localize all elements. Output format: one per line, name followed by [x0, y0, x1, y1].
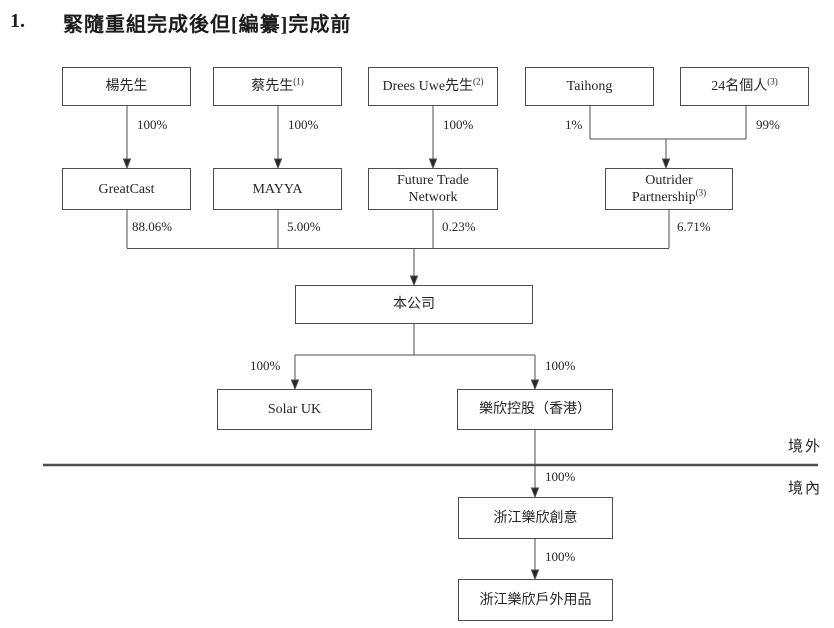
box-mayya-label: MAYYA: [252, 181, 303, 197]
ownership-cai-mayya: 100%: [288, 117, 319, 132]
box-lexin-holdings-hk-label: 樂欣控股（香港）: [479, 402, 591, 417]
box-outrider-line1: Outrider: [645, 173, 693, 188]
box-outrider-line2: Partnership(3): [631, 187, 707, 205]
box-zhejiang-lexin-outdoor-label: 浙江樂欣戶外用品: [479, 592, 592, 608]
arrow-connectors: [122, 106, 671, 581]
box-the-company-label: 本公司: [393, 297, 435, 312]
ownership-individuals-outrider: 99%: [756, 117, 780, 132]
box-lexin-holdings-hk: 樂欣控股（香港）: [457, 389, 613, 430]
box-greatcast-label: GreatCast: [98, 181, 155, 197]
box-mr-yang-label: 楊先生: [105, 79, 148, 94]
ownership-zj-creative-zj-outdoor: 100%: [545, 549, 576, 564]
box-drees-uwe-label: Drees Uwe先生(2): [382, 76, 484, 94]
box-solar-uk-label: Solar UK: [267, 402, 322, 417]
box-ftn-line1: Future Trade: [397, 173, 469, 188]
section-title-text: 緊隨重組完成後但[編纂]完成前: [63, 14, 352, 36]
ownership-ftn-company: 0.23%: [442, 219, 476, 234]
box-taihong: Taihong: [525, 67, 654, 106]
box-greatcast: GreatCast: [62, 168, 191, 210]
ownership-taihong-outrider: 1%: [565, 117, 583, 132]
box-outrider-partnership: Outrider Partnership(3): [605, 168, 733, 210]
box-mr-yang: 楊先生: [62, 67, 191, 106]
region-label-offshore: 境外: [788, 439, 823, 455]
box-mr-cai: 蔡先生(1): [213, 67, 342, 106]
box-mayya: MAYYA: [213, 168, 342, 210]
box-24-individuals: 24名個人(3): [680, 67, 809, 106]
box-24-individuals-label: 24名個人(3): [711, 76, 778, 94]
box-taihong-label: Taihong: [566, 79, 613, 94]
box-zhejiang-lexin-creative-label: 浙江樂欣創意: [493, 510, 578, 526]
ownership-lexin-hk-zj-creative: 100%: [545, 469, 576, 484]
ownership-company-solar-uk: 100%: [250, 358, 281, 373]
footnote-ref-2: (2): [473, 76, 484, 87]
ownership-greatcast-company: 88.06%: [132, 219, 173, 234]
footnote-ref-3: (3): [767, 76, 778, 87]
box-zhejiang-lexin-outdoor: 浙江樂欣戶外用品: [458, 579, 613, 621]
ownership-company-lexin-hk: 100%: [545, 358, 576, 373]
box-drees-uwe: Drees Uwe先生(2): [368, 67, 498, 106]
footnote-ref-3: (3): [695, 187, 707, 198]
footnote-ref-1: (1): [293, 76, 304, 87]
ownership-drees-ftn: 100%: [443, 117, 474, 132]
box-future-trade-network: Future Trade Network: [368, 168, 498, 210]
box-ftn-line2: Network: [408, 190, 458, 205]
box-solar-uk: Solar UK: [217, 389, 372, 430]
section-number: 1.: [10, 10, 25, 32]
ownership-mayya-company: 5.00%: [287, 219, 321, 234]
box-zhejiang-lexin-creative: 浙江樂欣創意: [458, 497, 613, 539]
region-label-onshore: 境內: [788, 481, 823, 497]
box-the-company: 本公司: [295, 285, 533, 324]
ownership-yang-greatcast: 100%: [137, 117, 168, 132]
ownership-outrider-company: 6.71%: [677, 219, 711, 234]
plain-connectors: [126, 106, 747, 356]
box-mr-cai-label: 蔡先生(1): [251, 76, 304, 94]
